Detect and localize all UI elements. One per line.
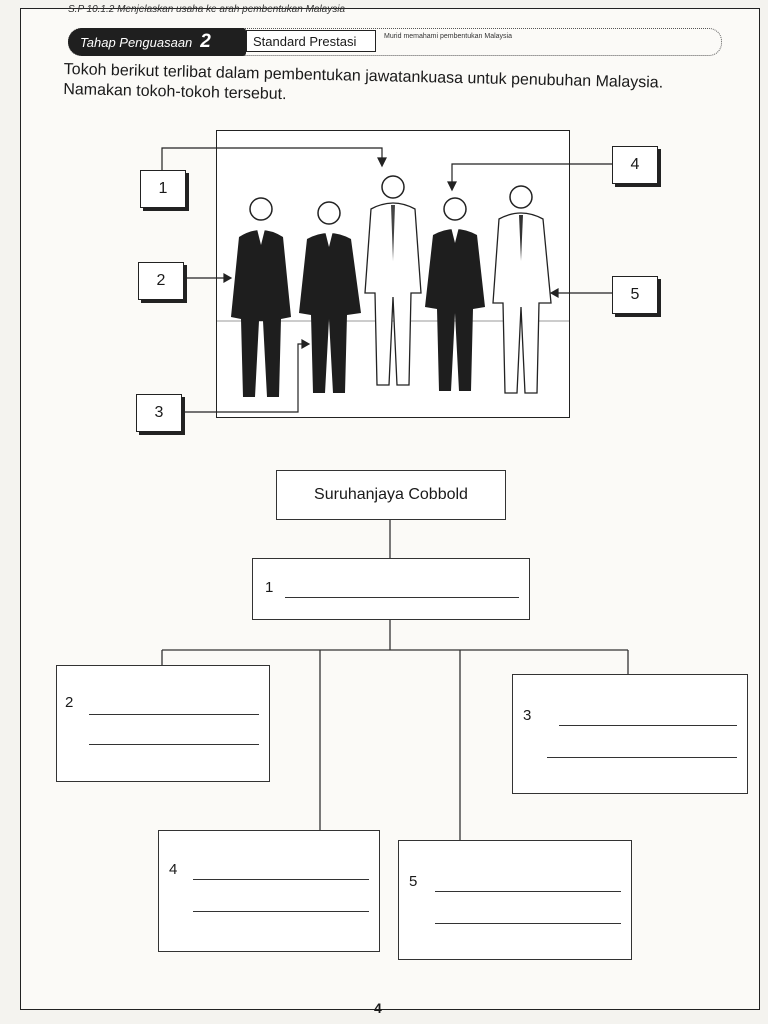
tahap-penguasaan-badge: Tahap Penguasaan 2 [68, 28, 246, 56]
answer-line[interactable] [89, 744, 259, 745]
answer-box-2-number: 2 [65, 694, 74, 711]
figure-1 [231, 197, 291, 397]
answer-line[interactable] [193, 911, 369, 912]
answer-box-4: 4 [158, 830, 380, 952]
standard-prestasi-desc: Murid memahami pembentukan Malaysia [384, 33, 512, 40]
figure-label-1: 1 [140, 170, 186, 208]
answer-line[interactable] [89, 714, 259, 715]
figure-4 [425, 197, 485, 391]
answer-box-2: 2 [56, 665, 270, 782]
answer-box-3-number: 3 [523, 707, 532, 724]
figure-label-4: 4 [612, 146, 658, 184]
answer-box-5: 5 [398, 840, 632, 960]
figures-illustration [216, 130, 570, 418]
answer-box-3: 3 [512, 674, 748, 794]
tahap-level: 2 [200, 31, 211, 52]
figure-label-3: 3 [136, 394, 182, 432]
tahap-label: Tahap Penguasaan [80, 34, 193, 50]
answer-box-1-number: 1 [265, 579, 274, 596]
answer-box-5-number: 5 [409, 873, 418, 890]
answer-box-1: 1 [252, 558, 530, 620]
answer-line[interactable] [435, 923, 621, 924]
standard-prestasi-label: Standard Prestasi [246, 30, 376, 52]
org-chart-title-box: Suruhanjaya Cobbold [276, 470, 506, 520]
answer-box-4-number: 4 [169, 861, 178, 878]
answer-line[interactable] [285, 597, 519, 598]
figure-label-5: 5 [612, 276, 658, 314]
answer-line[interactable] [559, 725, 737, 726]
figure-5 [492, 185, 552, 394]
answer-line[interactable] [547, 757, 737, 758]
answer-line[interactable] [435, 891, 621, 892]
figure-2 [299, 201, 361, 393]
figure-3 [364, 175, 422, 386]
answer-line[interactable] [193, 879, 369, 880]
page-number: 4 [374, 1000, 382, 1016]
five-men-illustration [217, 175, 569, 397]
syllabus-code: S.P 10.1.2 Menjelaskan usaha ke arah pem… [68, 4, 346, 15]
figure-label-2: 2 [138, 262, 184, 300]
